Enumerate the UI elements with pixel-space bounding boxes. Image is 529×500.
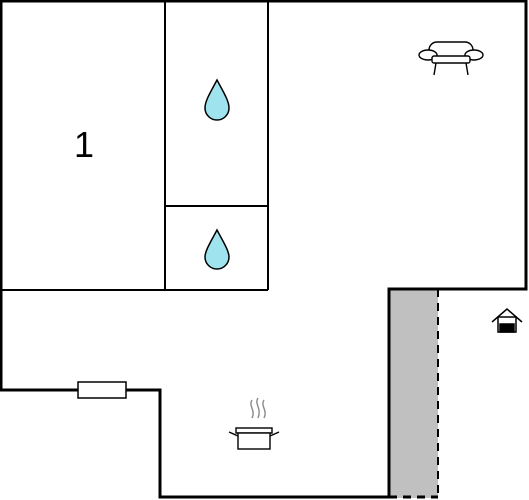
cooking-pot-icon: [228, 397, 280, 450]
window: [77, 381, 127, 399]
house-entrance-icon: [491, 308, 523, 333]
water-drop-icon: [204, 228, 230, 270]
terrace-area: [389, 289, 438, 498]
sofa-icon: [418, 41, 484, 76]
water-drop-icon: [204, 78, 230, 121]
room-number-label: 1: [74, 124, 94, 165]
